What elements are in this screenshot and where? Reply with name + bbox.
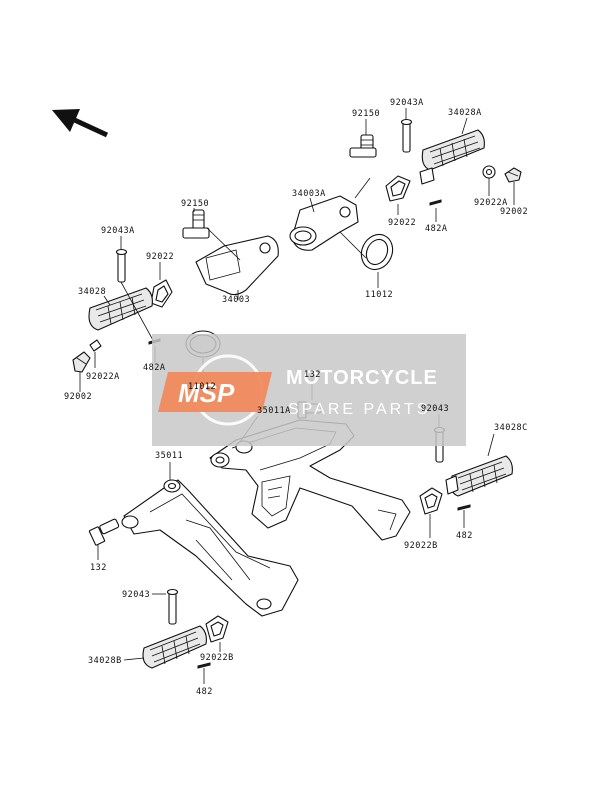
pin-92043-bottom — [152, 588, 179, 625]
part-label: 482 — [456, 531, 473, 541]
cotter-pin-482-bottom — [197, 662, 211, 684]
bolt-92150-left — [182, 209, 210, 239]
bolt-92002-right — [504, 167, 522, 183]
part-label: 11012 — [188, 382, 216, 392]
footrest-34028a — [419, 129, 485, 185]
part-label: 34003 — [222, 295, 250, 305]
washer-92022b-bottom — [205, 615, 229, 652]
part-label: 132 — [90, 563, 107, 573]
cotter-pin-482a-right — [429, 199, 442, 206]
washer-92022-right — [385, 175, 411, 202]
pin-92043a-upper — [400, 118, 413, 153]
part-label: 92043A — [101, 226, 135, 236]
part-label: 92002 — [500, 207, 528, 217]
leader-lines-upper-right — [309, 108, 515, 288]
part-label: 482A — [425, 224, 447, 234]
bolt-92150-upper — [349, 134, 377, 158]
watermark-logo-text: MSP — [178, 378, 235, 408]
bolt-132-left — [88, 518, 120, 560]
footrest-bracket-34003 — [195, 235, 279, 296]
washer-92022b-right — [419, 487, 443, 538]
watermark-title: MOTORCYCLE — [286, 367, 438, 389]
washer-92022a-right — [482, 165, 496, 179]
washer-92022-left — [150, 279, 173, 308]
part-label: 34028 — [78, 287, 106, 297]
part-label: 35011 — [155, 451, 183, 461]
part-label: 92043 — [122, 590, 150, 600]
front-arrow-icon — [52, 109, 109, 138]
cap-11012-right — [360, 233, 394, 271]
part-label: 34028A — [448, 108, 482, 118]
bolt-92002-left — [72, 351, 91, 373]
part-label: 92022 — [388, 218, 416, 228]
pin-92043a-left — [115, 248, 128, 283]
footrest-bracket-34003a — [289, 195, 359, 251]
part-label: 92022B — [200, 653, 234, 663]
footrest-34028b — [123, 625, 207, 669]
part-label: 92022A — [86, 372, 120, 382]
part-label: 482A — [143, 363, 165, 373]
part-label: 34028C — [494, 423, 528, 433]
part-label: 132 — [304, 370, 321, 380]
part-label: 35011A — [257, 406, 291, 416]
footrest-34028 — [88, 287, 153, 331]
part-label: 11012 — [365, 290, 393, 300]
footrest-34028c — [445, 433, 513, 497]
part-label: 92022B — [404, 541, 438, 551]
part-label: 34028B — [88, 656, 122, 666]
rear-frame-35011 — [121, 462, 299, 617]
part-label: 92150 — [352, 109, 380, 119]
part-label: 92022 — [146, 252, 174, 262]
washer-92022a-left — [89, 339, 102, 352]
watermark-subtitle: SPARE PARTS — [288, 401, 430, 418]
part-label: 92002 — [64, 392, 92, 402]
part-label: 34003A — [292, 189, 326, 199]
part-label: 92022A — [474, 198, 508, 208]
part-label: 92043 — [421, 404, 449, 414]
part-label: 482 — [196, 687, 213, 697]
part-label: 92043A — [390, 98, 424, 108]
part-label: 92150 — [181, 199, 209, 209]
cotter-pin-482-right — [457, 504, 471, 528]
part-labels: 92150 92043A 34028A 34003A 92022 482A 92… — [64, 98, 528, 697]
watermark: MSP MOTORCYCLE SPARE PARTS — [152, 334, 466, 446]
msp-logo-icon: MSP — [158, 354, 272, 426]
